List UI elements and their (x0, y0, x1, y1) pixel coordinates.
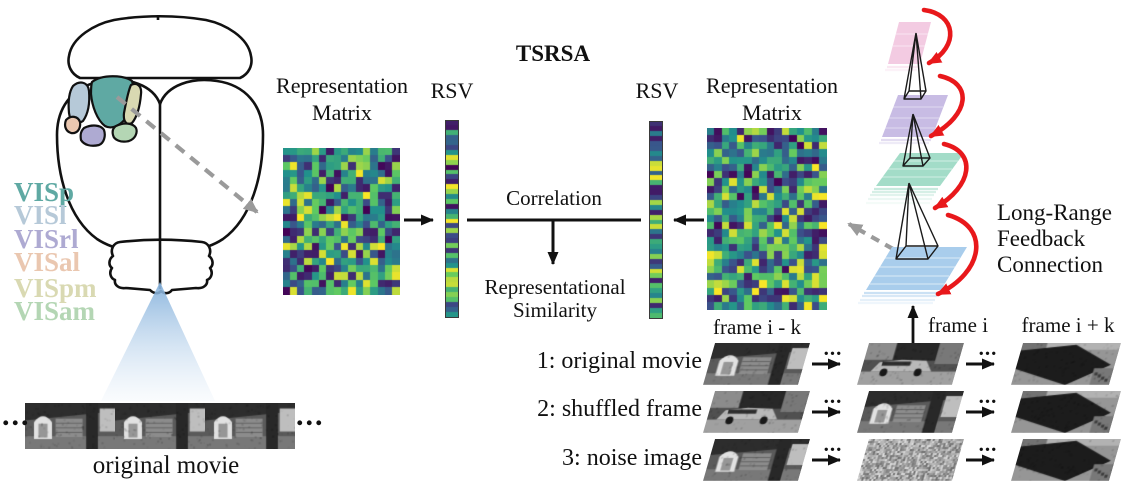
frame-row3-col3 (1011, 439, 1122, 481)
feedback-label-line3: Connection (997, 252, 1104, 277)
brain-outline (55, 14, 265, 295)
row2-ellipsis-1: ... (823, 384, 843, 408)
frame-row1-col2 (857, 343, 965, 385)
representation-matrix-left-label: Representation Matrix (276, 72, 408, 126)
feedback-label-line1: Long-Range (997, 200, 1112, 225)
representation-matrix-right (707, 128, 827, 310)
area-visrl (79, 124, 106, 147)
row2-ellipsis-2: ... (978, 384, 998, 408)
representation-matrix-right-label: Representation Matrix (706, 72, 838, 126)
network-stack (858, 7, 979, 346)
rsv-column-left (445, 120, 459, 318)
strip-ellipsis-right: ... (296, 399, 325, 432)
network-layer-4 (885, 22, 931, 72)
vis-area-label-visam: VISam (14, 296, 96, 326)
row3-ellipsis-2: ... (978, 432, 998, 456)
visual-areas (63, 75, 143, 147)
feedback-arrow-2 (932, 141, 969, 211)
feedback-arrow-1 (935, 212, 979, 297)
correlation-label: Correlation (506, 186, 602, 210)
movie-strip-frame-2 (115, 403, 205, 449)
long-range-feedback-label: Long-Range Feedback Connection (997, 200, 1112, 278)
pyramid-middle (902, 113, 931, 167)
similarity-line1: Representational (484, 275, 626, 299)
vis-area-label-visrl: VISrl (14, 224, 79, 254)
rep-matrix-right-line2: Matrix (742, 100, 802, 125)
tsrsa-title: TSRSA (515, 41, 591, 66)
similarity-line2: Similarity (513, 298, 597, 322)
network-to-matrix-dashed-arrow (847, 222, 895, 251)
frame-row3-col2 (857, 439, 965, 481)
dashed-arrows (115, 95, 895, 251)
network-layer-2 (866, 153, 964, 205)
representational-similarity-label: Representational Similarity (484, 276, 625, 322)
strip-ellipsis-left: ... (2, 399, 31, 432)
layer-4-plane (888, 22, 931, 64)
conv-pyramids (895, 32, 939, 260)
feedback-arrow-4 (921, 7, 953, 66)
area-visal (63, 115, 82, 135)
projection-beam (101, 282, 215, 401)
rep-matrix-right-line1: Representation (706, 73, 838, 98)
movie-strip-frame-3 (205, 403, 295, 449)
frame-row1-col3 (1011, 343, 1122, 385)
stimulus-row-label-2: 2: shuffled frame (537, 396, 702, 422)
representation-matrix-left (283, 148, 400, 295)
correlation-connector (404, 214, 704, 265)
network-layer-1 (858, 247, 967, 305)
frame-row2-col2 (857, 391, 965, 433)
area-visam (111, 122, 138, 143)
vis-area-label-visl: VISl (14, 200, 67, 230)
row1-ellipsis-1: ... (823, 336, 843, 360)
rep-matrix-left-line2: Matrix (312, 100, 372, 125)
vis-area-label-visp: VISp (14, 177, 75, 207)
stimulus-flow-arrows (812, 358, 995, 466)
frame-row1-col1 (703, 343, 811, 385)
stimulus-row-label-3: 3: noise image (562, 445, 702, 471)
frame-col-label-3: frame i + k (1021, 313, 1115, 337)
movie-strip-frame-1 (25, 403, 115, 449)
rep-matrix-left-line1: Representation (276, 73, 408, 98)
brain-frontal-lobe (67, 14, 253, 80)
pyramid-bottom (895, 182, 939, 260)
rsv-right-label: RSV (635, 78, 679, 103)
pyramid-top (903, 32, 927, 100)
vis-area-label-visal: VISal (14, 247, 81, 277)
row3-ellipsis-1: ... (823, 432, 843, 456)
rsv-left-label: RSV (430, 78, 474, 103)
rsv-column-right (649, 121, 663, 319)
feedback-label-line2: Feedback (997, 226, 1086, 251)
frame-col-label-2: frame i (927, 313, 989, 337)
stimulus-row-label-1: 1: original movie (536, 348, 702, 374)
vis-area-label-vispm: VISpm (14, 273, 97, 303)
movie-strip-caption: original movie (92, 452, 240, 479)
area-visl (67, 81, 91, 124)
frame-row2-col3 (1011, 391, 1122, 433)
frame-row3-col1 (703, 439, 811, 481)
layer-2-plane (876, 153, 964, 186)
row1-ellipsis-2: ... (978, 336, 998, 360)
layer-1-plane (866, 247, 967, 290)
feedback-arrow-3 (928, 73, 965, 139)
frame-row2-col1 (703, 391, 811, 433)
frame-col-label-1: frame i - k (712, 315, 802, 339)
feedback-arrows (921, 7, 979, 297)
